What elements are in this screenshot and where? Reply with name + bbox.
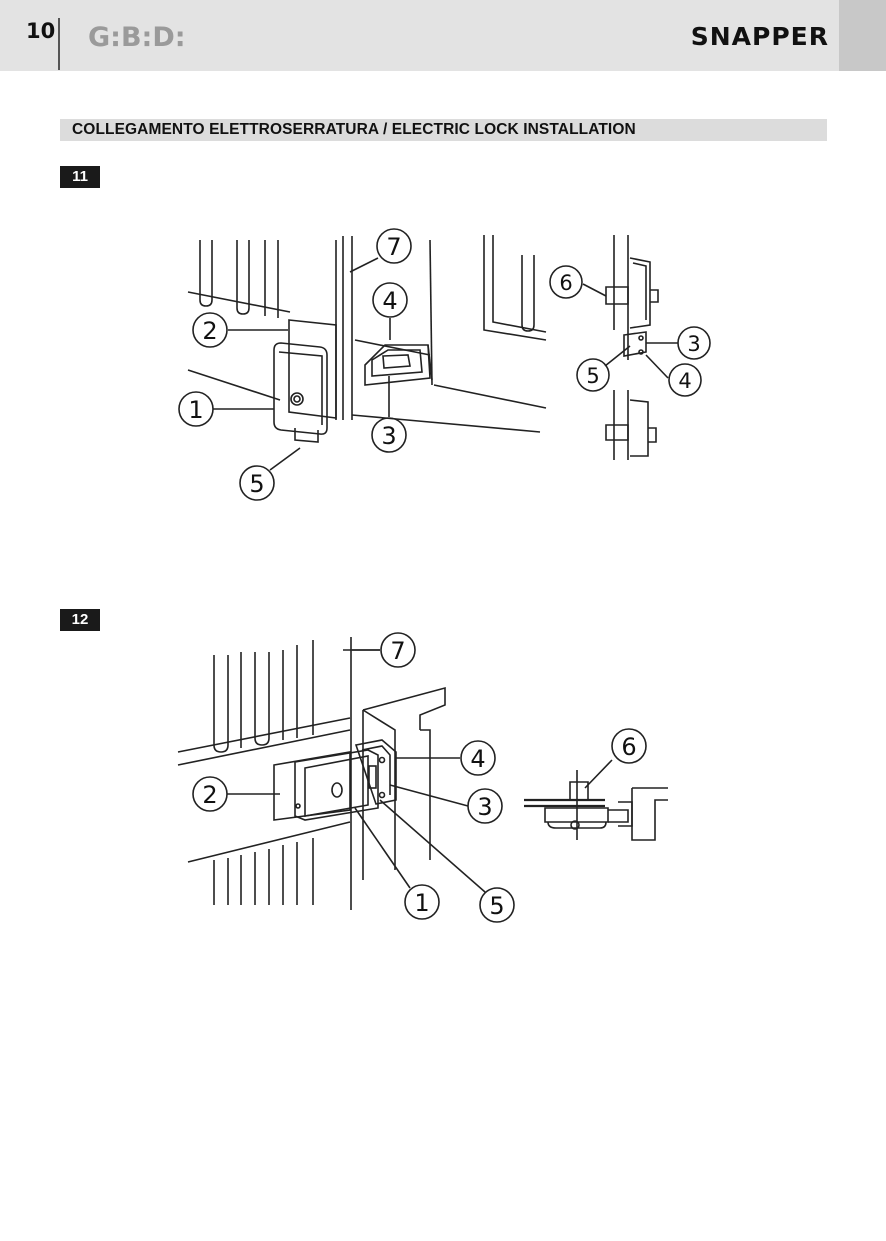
callout-4-side: 4 <box>678 369 691 393</box>
header-tab <box>839 0 886 71</box>
callout-6: 6 <box>559 271 572 295</box>
callout-2: 2 <box>202 781 217 809</box>
callout-4: 4 <box>470 745 485 773</box>
figure-11-label: 11 <box>60 166 100 188</box>
brand-logo: G:B:D: <box>88 22 186 53</box>
header-divider <box>58 18 60 70</box>
callout-5: 5 <box>489 892 504 920</box>
section-title-bar: COLLEGAMENTO ELETTROSERRATURA / ELECTRIC… <box>60 119 827 141</box>
figure-11-drawing <box>178 228 711 501</box>
callout-1: 1 <box>414 889 429 917</box>
callout-4: 4 <box>382 287 397 315</box>
callout-7: 7 <box>386 233 401 261</box>
callout-6: 6 <box>621 733 636 761</box>
callout-3: 3 <box>381 422 396 450</box>
figure-12-drawing <box>177 632 668 923</box>
callout-5-side: 5 <box>586 364 599 388</box>
callout-3: 3 <box>477 793 492 821</box>
callout-3-side: 3 <box>687 332 700 356</box>
section-title: COLLEGAMENTO ELETTROSERRATURA / ELECTRIC… <box>72 121 636 138</box>
product-name: SNAPPER <box>690 22 829 51</box>
page-number: 10 <box>26 19 56 43</box>
callout-1: 1 <box>188 396 203 424</box>
callout-2: 2 <box>202 317 217 345</box>
callout-5: 5 <box>249 470 264 498</box>
figure-12-label: 12 <box>60 609 100 631</box>
callout-7: 7 <box>390 637 405 665</box>
page-header: 10 G:B:D: SNAPPER <box>0 0 886 71</box>
